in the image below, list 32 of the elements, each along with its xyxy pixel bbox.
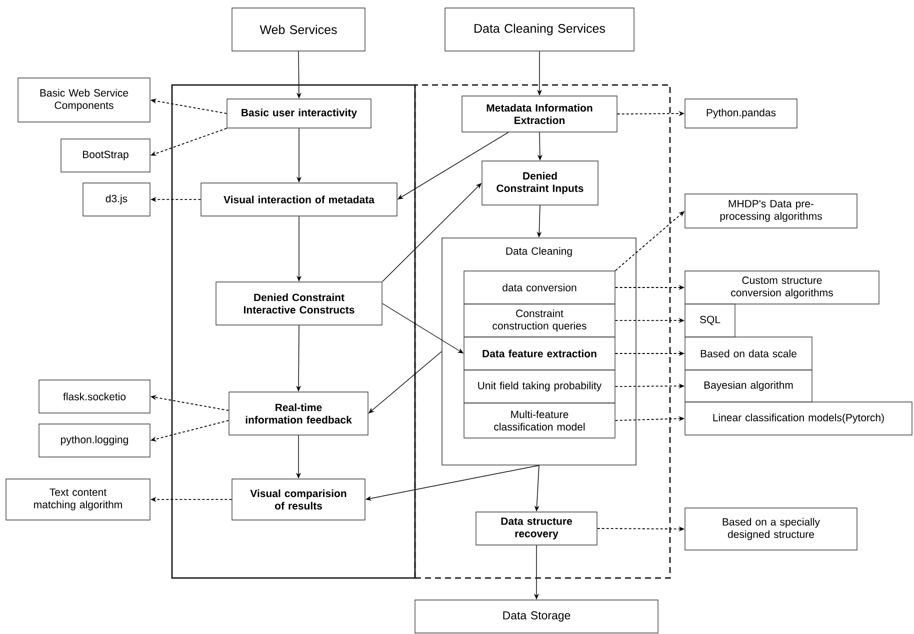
process-box: Linear classification models(Pytorch): [684, 402, 912, 436]
process-box: Denied Constraint Inputs: [482, 160, 598, 206]
process-box: Data Storage: [414, 600, 658, 634]
process-box: Data feature extraction: [464, 336, 616, 370]
process-box: Text content matching algorithm: [6, 478, 150, 520]
process-box: d3.js: [82, 182, 150, 216]
process-box: Visual interaction of metadata: [200, 182, 398, 216]
process-box: Custom structure conversion algorithms: [684, 270, 880, 304]
process-box: Based on data scale: [684, 336, 812, 370]
process-box: Denied Constraint Interactive Constructs: [216, 282, 382, 326]
process-box: Multi-feature classification model: [464, 402, 616, 438]
process-box: BootStrap: [60, 138, 150, 172]
container-box: [171, 84, 416, 579]
process-box: Python.pandas: [684, 98, 798, 128]
process-box: Constraint construction queries: [464, 304, 616, 338]
process-box: Metadata Information Extraction: [462, 96, 618, 132]
dashed-container: [414, 84, 671, 579]
process-box: SQL: [684, 304, 736, 338]
process-box: Visual comparision of results: [232, 478, 366, 520]
process-box: python.logging: [38, 424, 150, 458]
process-box: Basic user interactivity: [226, 98, 372, 128]
process-box: data conversion: [464, 270, 616, 304]
process-box: Basic Web Service Components: [18, 78, 150, 122]
process-box: Real-time information feedback: [228, 392, 368, 436]
process-box: Bayesian algorithm: [684, 370, 812, 402]
process-box: Unit field taking probability: [464, 370, 616, 404]
process-box: Web Services: [232, 8, 366, 52]
process-box: MHDP's Data pre-processing algorithms: [684, 194, 858, 228]
process-box: Based on a specially designed structure: [684, 508, 858, 550]
process-box: Data Cleaning Services: [444, 8, 634, 52]
process-box: Data structure recovery: [476, 512, 598, 546]
process-box: flask.socketio: [38, 380, 150, 414]
